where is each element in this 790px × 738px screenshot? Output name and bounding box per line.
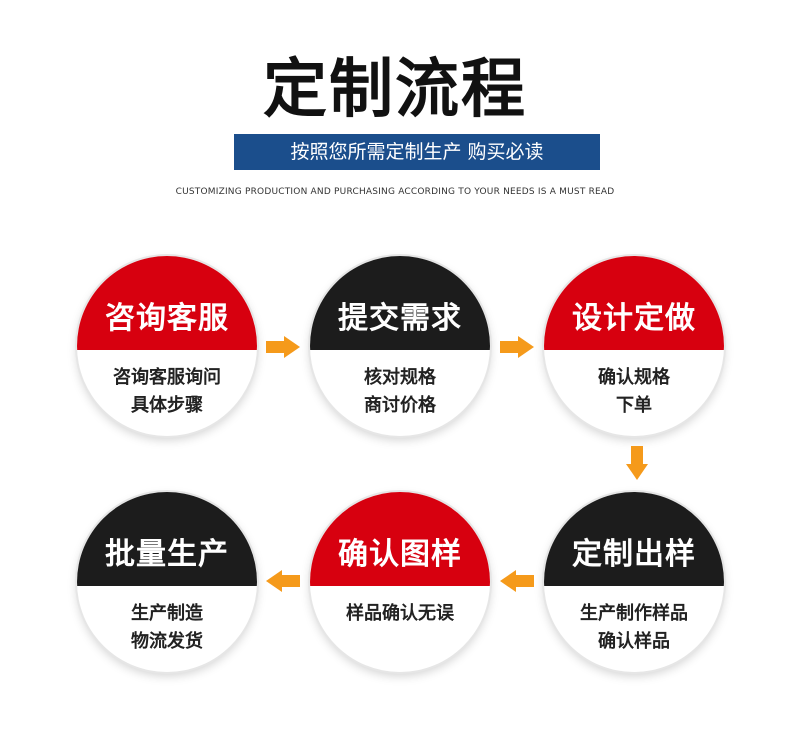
step-heading: 定制出样 bbox=[572, 536, 696, 572]
step-line: 确认样品 bbox=[598, 630, 670, 652]
step-body: 样品确认无误 bbox=[310, 586, 490, 672]
subtitle-banner: 按照您所需定制生产 购买必读 bbox=[234, 134, 600, 170]
step-header: 设计定做 bbox=[544, 256, 724, 350]
step-design: 设计定做 确认规格 下单 bbox=[544, 256, 724, 436]
step-heading: 提交需求 bbox=[338, 300, 462, 336]
step-mass-production: 批量生产 生产制造 物流发货 bbox=[77, 492, 257, 672]
step-line: 核对规格 bbox=[364, 366, 436, 388]
step-line: 咨询客服询问 bbox=[113, 366, 221, 388]
step-body: 核对规格 商讨价格 bbox=[310, 350, 490, 436]
step-heading: 批量生产 bbox=[105, 536, 229, 572]
step-line: 生产制造 bbox=[131, 602, 203, 624]
step-header: 批量生产 bbox=[77, 492, 257, 586]
step-line: 物流发货 bbox=[131, 630, 203, 652]
arrow-left-icon bbox=[500, 570, 534, 592]
step-body: 咨询客服询问 具体步骤 bbox=[77, 350, 257, 436]
page-title: 定制流程 bbox=[263, 53, 527, 127]
step-confirm-sample: 确认图样 样品确认无误 bbox=[310, 492, 490, 672]
arrow-down-icon bbox=[626, 446, 648, 480]
step-heading: 确认图样 bbox=[338, 536, 462, 572]
step-line: 商讨价格 bbox=[364, 394, 436, 416]
step-consult: 咨询客服 咨询客服询问 具体步骤 bbox=[77, 256, 257, 436]
step-header: 确认图样 bbox=[310, 492, 490, 586]
step-body: 确认规格 下单 bbox=[544, 350, 724, 436]
step-body: 生产制造 物流发货 bbox=[77, 586, 257, 672]
step-header: 定制出样 bbox=[544, 492, 724, 586]
step-header: 提交需求 bbox=[310, 256, 490, 350]
arrow-left-icon bbox=[266, 570, 300, 592]
step-line: 确认规格 bbox=[598, 366, 670, 388]
step-submit: 提交需求 核对规格 商讨价格 bbox=[310, 256, 490, 436]
english-subtitle: CUSTOMIZING PRODUCTION AND PURCHASING AC… bbox=[175, 187, 615, 197]
step-line: 生产制作样品 bbox=[580, 602, 688, 624]
step-heading: 设计定做 bbox=[572, 300, 696, 336]
arrow-right-icon bbox=[266, 336, 300, 358]
step-body: 生产制作样品 确认样品 bbox=[544, 586, 724, 672]
arrow-right-icon bbox=[500, 336, 534, 358]
step-line: 下单 bbox=[616, 394, 652, 416]
step-line: 具体步骤 bbox=[131, 394, 203, 416]
step-heading: 咨询客服 bbox=[105, 300, 229, 336]
step-header: 咨询客服 bbox=[77, 256, 257, 350]
step-make-sample: 定制出样 生产制作样品 确认样品 bbox=[544, 492, 724, 672]
step-line: 样品确认无误 bbox=[346, 602, 454, 624]
